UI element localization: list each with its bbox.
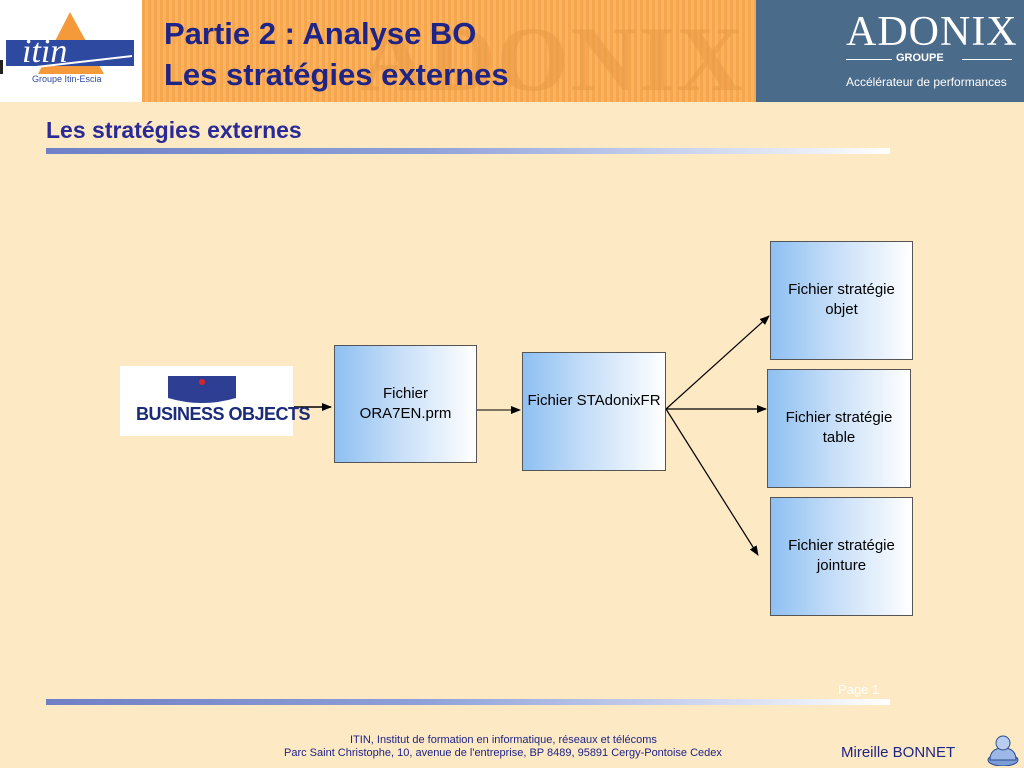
box-ora7en-prm-label: Fichier ORA7EN.prm <box>359 385 452 422</box>
page-number: Page 1 <box>838 682 880 697</box>
box-strategie-objet-label: Fichier stratégie objet <box>788 281 895 318</box>
adonix-logo-rule-right <box>962 59 1012 60</box>
header-watermark: ADONIX <box>360 8 746 110</box>
arrow-to-jointure <box>665 408 759 556</box>
adonix-logo-tagline: Accélérateur de performances <box>846 75 1007 89</box>
box-strategie-objet: Fichier stratégie objet <box>770 241 913 360</box>
adonix-logo <box>756 0 1024 102</box>
user-icon[interactable] <box>986 734 1020 766</box>
arrow-to-objet <box>665 315 770 410</box>
business-objects-logo-text: BUSINESS OBJECTS <box>136 404 311 424</box>
section-title-rule <box>46 148 890 154</box>
section-title: Les stratégies externes <box>46 117 302 143</box>
itin-logo: itin Groupe Itin-Escia <box>0 0 142 102</box>
itin-logo-icon: itin <box>0 12 134 74</box>
business-objects-logo <box>120 366 293 436</box>
footer-rule <box>46 699 890 705</box>
itin-logo-caption: Groupe Itin-Escia <box>32 74 102 84</box>
box-ora7en-prm: Fichier ORA7EN.prm <box>334 345 477 463</box>
adonix-logo-groupe: GROUPE <box>896 52 944 64</box>
box-strategie-jointure-label: Fichier stratégie jointure <box>788 537 895 574</box>
author-name: Mireille BONNET <box>841 744 956 761</box>
adonix-logo-rule-left <box>846 59 892 60</box>
header-title-line2: Les stratégies externes <box>164 57 509 92</box>
footer-line2: Parc Saint Christophe, 10, avenue de l'e… <box>284 747 722 759</box>
box-strategie-jointure: Fichier stratégie jointure <box>770 497 913 616</box>
header-band <box>142 0 756 102</box>
box-stadonixfr-label: Fichier STAdonixFR <box>527 392 661 409</box>
header-title-line1: Partie 2 : Analyse BO <box>164 16 477 51</box>
box-strategie-table: Fichier stratégie table <box>767 369 911 488</box>
business-objects-logo-icon <box>168 376 236 403</box>
footer-line1: ITIN, Institut de formation en informati… <box>350 734 657 746</box>
box-stadonixfr: Fichier STAdonixFR <box>522 352 666 471</box>
box-strategie-table-label: Fichier stratégie table <box>785 409 893 446</box>
adonix-logo-wordmark: ADONIX <box>846 9 1018 55</box>
